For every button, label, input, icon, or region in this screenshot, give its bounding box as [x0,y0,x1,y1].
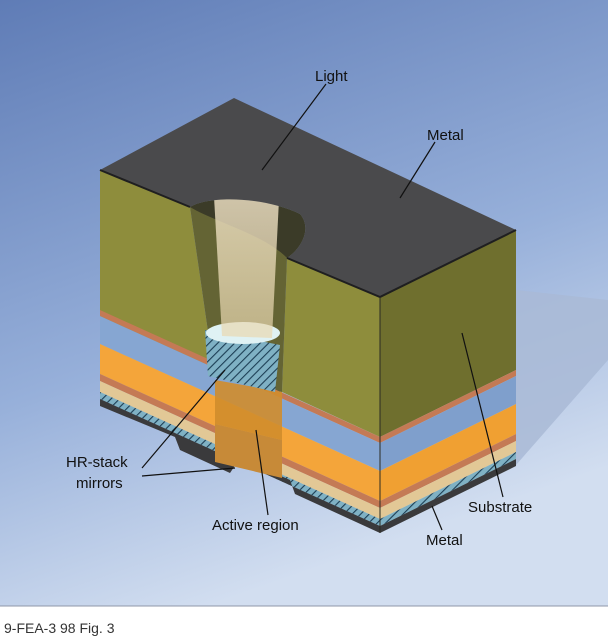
label-substrate: Substrate [468,499,532,516]
mesa-column [215,380,282,440]
figure-caption: 9-FEA-3 98 Fig. 3 [4,620,115,636]
leader-metal-bottom [431,505,443,531]
label-metal-top: Metal [427,127,464,144]
leader-metal-top [399,141,436,199]
top-metal-face [100,98,516,297]
label-light: Light [315,68,348,85]
leader-light [261,83,327,171]
label-active-region: Active region [212,517,299,534]
right-face [380,230,516,533]
label-hr-stack-line1: HR-stack [66,454,128,471]
leader-substrate [461,332,504,498]
substrate-front-right [282,258,380,437]
leader-hr-stack-a [141,369,226,469]
label-hr-stack-line2: mirrors [76,475,123,492]
label-metal-bottom: Metal [426,532,463,549]
active-region-block [215,424,282,478]
device-shadow [516,290,608,465]
leader-active-region [255,429,269,516]
leader-hr-stack-b [141,467,236,477]
top-dbr-mirror [205,330,280,392]
light-beam [212,160,281,338]
